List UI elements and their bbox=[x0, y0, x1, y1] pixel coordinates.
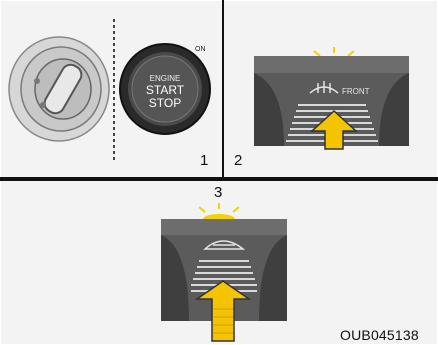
panel-front-defrost: FRONT bbox=[224, 1, 437, 177]
front-defrost-drawing: FRONT bbox=[224, 1, 437, 177]
ignition-drawing: ENGINE START STOP ON bbox=[1, 1, 222, 177]
front-defrost-caption: FRONT bbox=[342, 87, 370, 96]
panel-number-1: 1 bbox=[200, 152, 208, 169]
rear-defrost-drawing bbox=[1, 181, 437, 344]
button-label-start: START bbox=[146, 83, 185, 97]
panel-ignition: ENGINE START STOP ON bbox=[1, 1, 222, 177]
panel-number-2: 2 bbox=[234, 152, 242, 169]
panel-rear-defrost bbox=[1, 181, 437, 344]
key-cylinder-icon bbox=[9, 37, 109, 141]
horizontal-divider bbox=[0, 177, 438, 181]
button-label-engine: ENGINE bbox=[150, 74, 181, 83]
figure-code: OUB045138 bbox=[340, 327, 419, 343]
button-label-stop: STOP bbox=[149, 96, 181, 110]
vertical-divider bbox=[222, 0, 224, 177]
engine-start-stop-button-icon: ENGINE START STOP ON bbox=[120, 44, 210, 134]
panel-number-3: 3 bbox=[214, 184, 222, 201]
button-on-badge: ON bbox=[195, 46, 206, 53]
